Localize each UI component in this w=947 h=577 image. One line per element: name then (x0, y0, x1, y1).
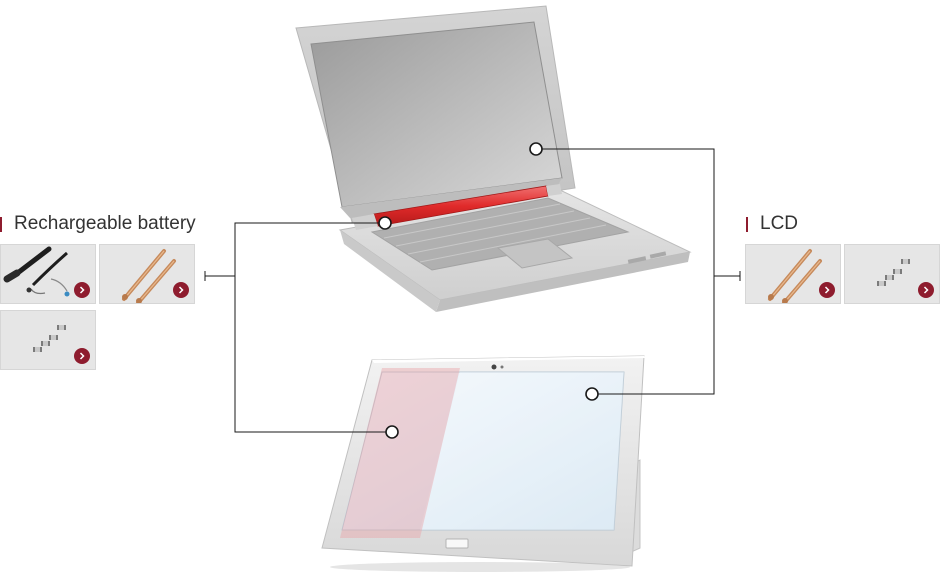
battery-product-thumb-1[interactable] (0, 244, 96, 304)
chip-components-icon (877, 259, 910, 286)
laptop-icon (295, 5, 692, 312)
copper-rods-icon (122, 249, 176, 303)
copper-rods-icon (768, 249, 822, 303)
battery-product-thumb-2[interactable] (99, 244, 195, 304)
battery-group-label: Rechargeable battery (14, 213, 196, 234)
tablet-icon (321, 355, 646, 572)
lcd-product-thumb-2[interactable] (844, 244, 940, 304)
chip-components-icon (33, 325, 66, 352)
chevron-right-icon[interactable] (74, 282, 90, 298)
title-accent-bar (746, 216, 748, 232)
laptop-battery-marker (378, 216, 392, 230)
hotspot-markers (378, 142, 599, 439)
lcd-product-thumb-1[interactable] (745, 244, 841, 304)
chevron-right-icon[interactable] (74, 348, 90, 364)
title-accent-bar (0, 216, 2, 232)
cable-thermistor-icon (3, 246, 70, 297)
battery-group-title: Rechargeable battery (0, 212, 196, 236)
lcd-group-title: LCD (746, 212, 798, 236)
lcd-connector (536, 148, 715, 395)
chevron-right-icon[interactable] (819, 282, 835, 298)
chevron-right-icon[interactable] (918, 282, 934, 298)
battery-product-thumb-3[interactable] (0, 310, 96, 370)
lcd-group-label: LCD (760, 213, 799, 234)
connector-lines (204, 148, 741, 433)
tablet-battery-marker (385, 425, 399, 439)
battery-connector (234, 222, 392, 433)
tablet-lcd-marker (585, 387, 599, 401)
laptop-lcd-marker (529, 142, 543, 156)
chevron-right-icon[interactable] (173, 282, 189, 298)
